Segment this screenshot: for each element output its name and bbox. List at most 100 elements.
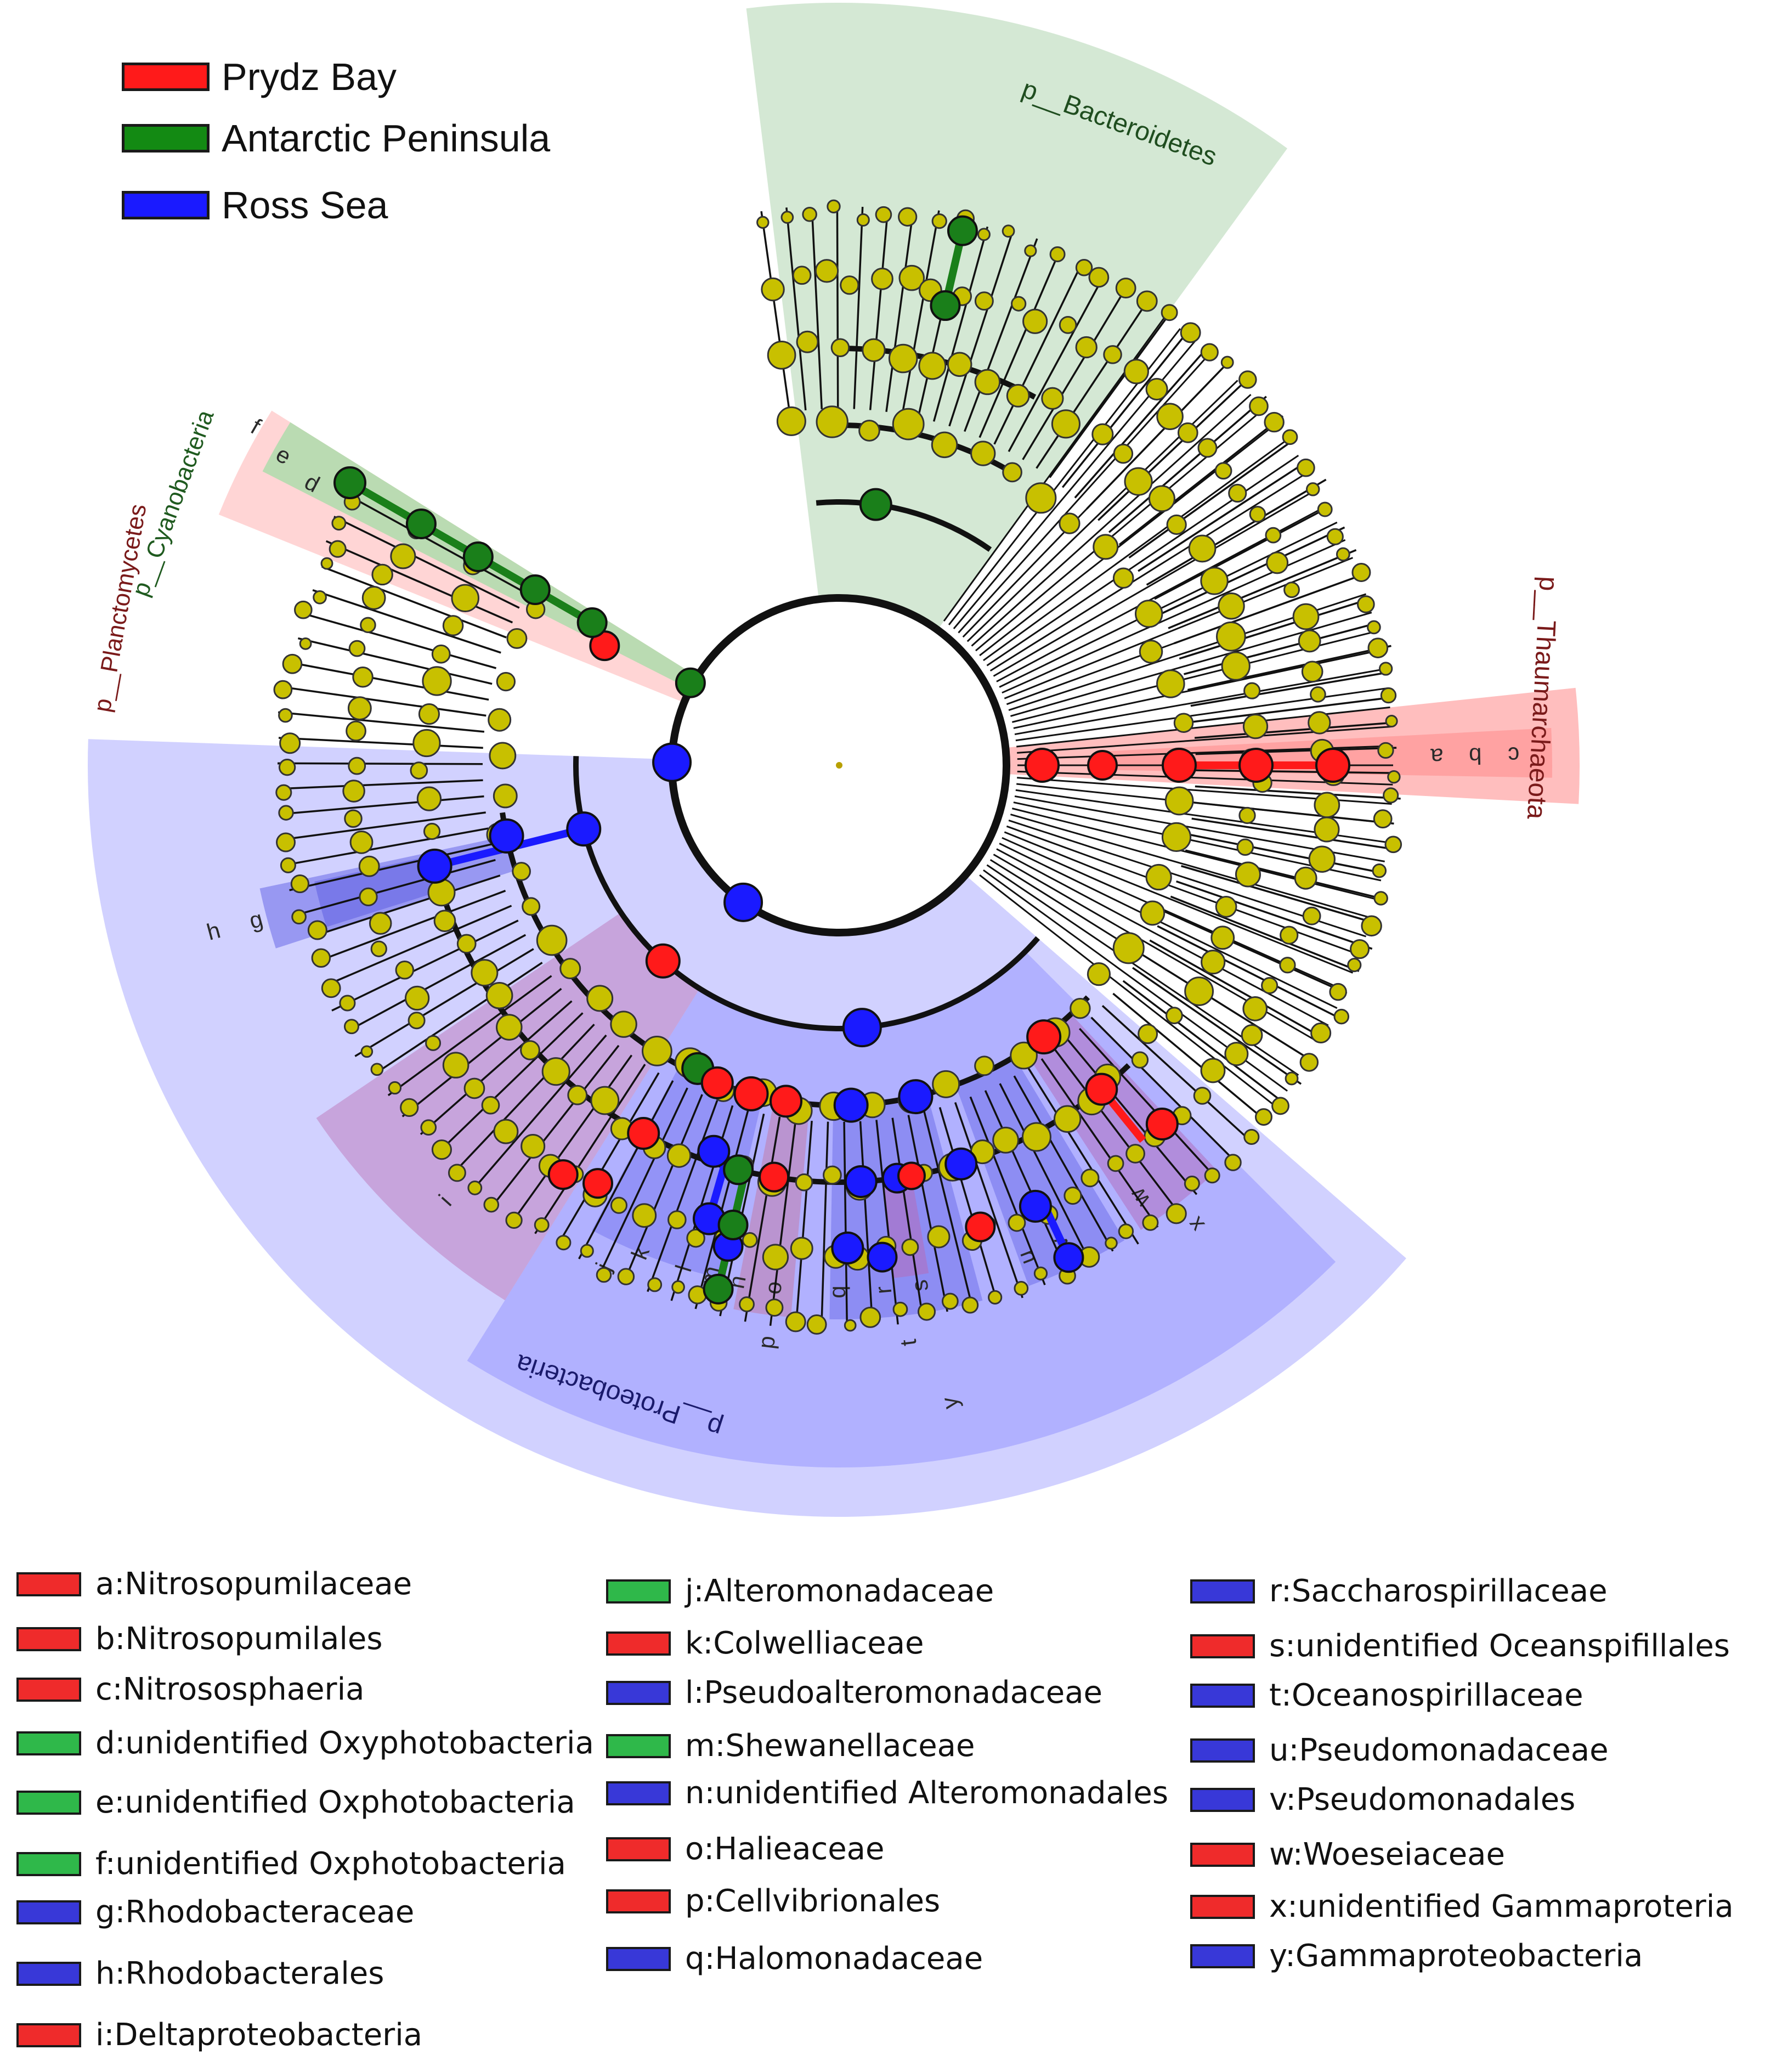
biomarker-node [867,1241,898,1273]
tree-node [947,352,972,377]
key-item-j: j:Alteromonadaceae [606,1573,994,1609]
tree-branch [557,1072,660,1246]
tree-node [580,1244,594,1258]
tree-node [1166,1203,1187,1224]
tree-node [1022,308,1048,334]
tree-branch [1146,478,1327,586]
tree-branch [345,493,528,595]
tree-node [1053,1105,1082,1133]
tree-branch [795,1120,813,1328]
tree-node [410,761,428,780]
tree-node [1033,1266,1048,1280]
tree-node [496,671,516,692]
tree-node [1385,714,1398,728]
tree-branch [785,207,807,411]
biomarker-node [462,541,494,572]
tree-node [505,1211,523,1229]
key-swatch [1190,1738,1255,1763]
tree-branch [1149,939,1326,1041]
biomarker-node [576,607,608,638]
tree-node [1156,669,1185,698]
key-label: s:unidentified Oceanspifillales [1269,1628,1730,1664]
tree-node [1308,845,1336,873]
tree-node [1218,592,1245,620]
key-swatch [1190,1634,1255,1658]
tree-branch [859,1121,873,1320]
tree-branch [1004,831,1354,974]
legend-item-ross-sea: Ross Sea [122,183,388,227]
tree-node [1297,458,1315,477]
biomarker-node [645,943,681,979]
tree-branch [811,210,823,409]
tree-node [1059,512,1081,534]
tree-node [1238,370,1257,389]
tree-branch [1192,696,1392,723]
biomarker-node [723,1154,754,1185]
tree-node [1200,343,1219,362]
tree-branch [1194,721,1398,739]
tree-node [632,1203,657,1228]
tree-node [844,1319,857,1332]
tree-node [541,1057,570,1086]
tree-node [888,343,918,374]
tree-node [456,934,477,954]
legend-item-prydz-bay: Prydz Bay [122,55,397,99]
tree-branch [1006,825,1360,956]
tree-branch [760,211,791,413]
tree-branch [401,987,562,1117]
tree-node [974,291,994,311]
tree-node [1075,336,1098,359]
biomarker-node [833,1087,869,1123]
tree-branch [948,235,1012,427]
tree-node [294,600,313,619]
tree-node [762,1244,789,1271]
tree-branch [1187,645,1391,691]
tree-node [1292,603,1320,630]
tree-branch [907,1115,948,1312]
key-item-b: b:Nitrosopumilales [16,1621,383,1657]
biomarker-node [417,848,452,884]
tree-node [522,897,541,916]
tree-node [346,720,366,742]
key-swatch [606,1946,671,1971]
tree-node [1224,1042,1249,1066]
tree-branch [979,874,1276,1108]
tree-node [917,1302,936,1321]
key-label: o:Halieaceae [685,1831,885,1867]
tree-node [1314,816,1340,843]
tree-branch [989,471,1310,672]
tree-node [493,783,518,809]
key-label: f:unidentified Oxphotobacteria [95,1846,566,1882]
tree-node [463,1077,485,1099]
tree-node [1166,1007,1183,1025]
biomarker-node [547,1159,579,1190]
tree-branch [978,249,1061,438]
tree-node [467,1181,483,1195]
band-pseudomonadales [955,1057,1125,1286]
tree-branch [1016,706,1390,748]
tree-node [1228,483,1247,503]
tree-branch [298,637,493,685]
tree-branch [853,206,864,409]
tree-node [1373,809,1393,829]
tree-branch [1190,671,1390,707]
tree-node [974,1055,995,1076]
biomarker-node [897,1161,926,1190]
tree-branch [278,779,483,790]
tree-branch [288,687,486,717]
tree-node [931,213,947,229]
tree-node [1193,1087,1212,1105]
tree-node [1124,467,1153,496]
tree-branch [1098,383,1243,521]
tree-node [686,1228,705,1248]
tree-branch [347,934,527,1032]
key-item-m: m:Shewanellaceae [606,1728,975,1764]
tree-branch [1006,575,1360,705]
tree-node [361,586,386,610]
tree-branch [1183,622,1377,675]
tree-node [1006,383,1030,408]
key-item-u: u:Pseudomonadaceae [1190,1732,1609,1768]
tree-node [400,1098,419,1117]
tree-node [1377,742,1394,759]
key-swatch [1190,1787,1255,1812]
